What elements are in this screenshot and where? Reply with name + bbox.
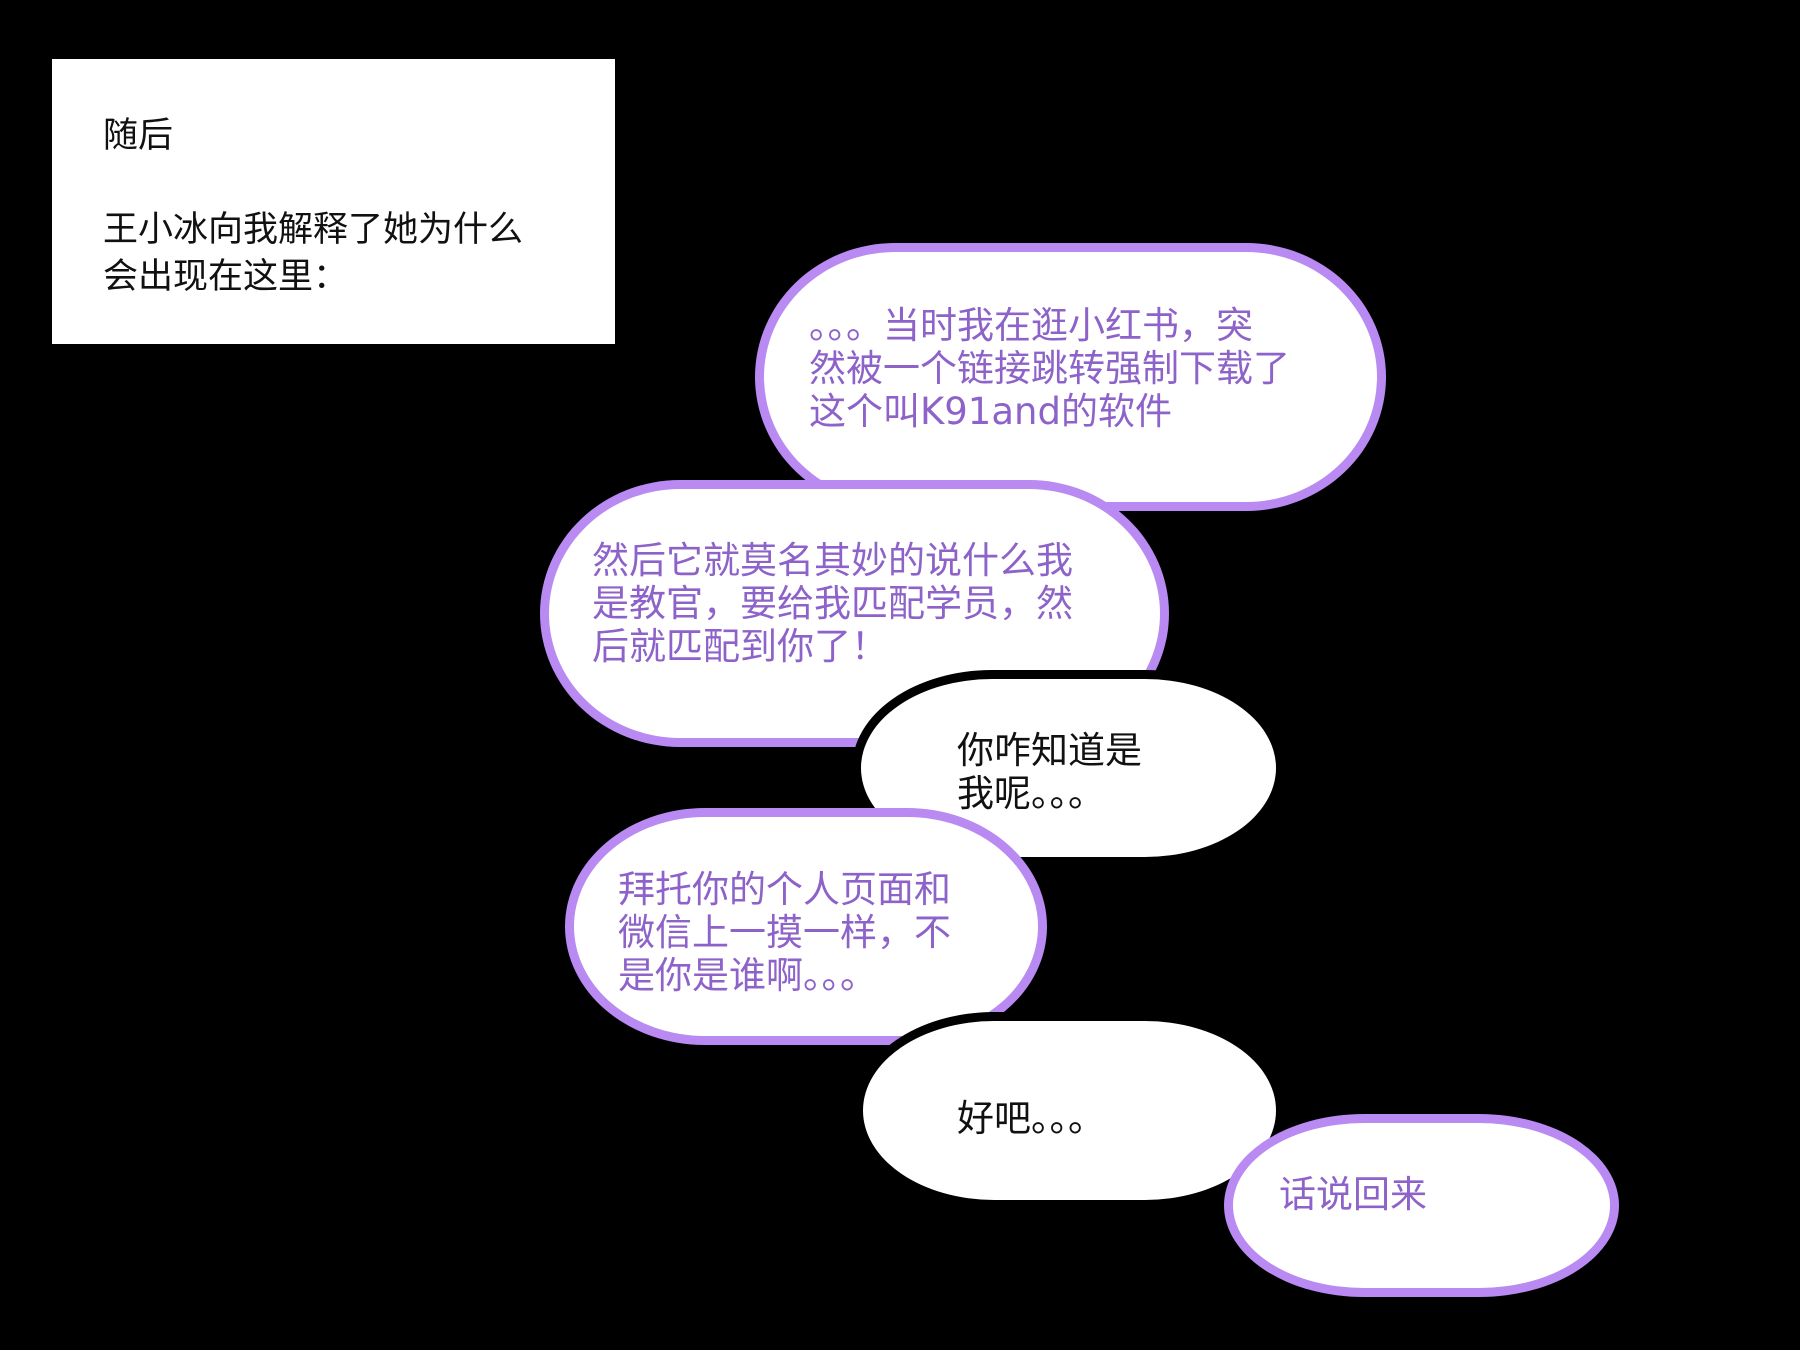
speech-bubble-5: 好吧。。。 (854, 1012, 1285, 1209)
speech-bubble-2: 然后它就莫名其妙的说什么我 是教官，要给我匹配学员，然 后就匹配到你了！ (540, 480, 1169, 747)
bubble-text: 好吧。。。 (957, 1097, 1105, 1140)
bubble-text: 话说回来 (1279, 1173, 1427, 1216)
narration-line-2: 王小冰向我解释了她为什么会出现在这里： (103, 210, 524, 297)
narration-line-1: 随后 (103, 116, 174, 156)
bubble-text: 拜托你的个人页面和 微信上一摸一样，不 是你是谁啊。。。 (618, 868, 951, 997)
speech-bubble-3: 你咋知道是 我呢。。。 (852, 670, 1285, 866)
bubble-text: 然后它就莫名其妙的说什么我 是教官，要给我匹配学员，然 后就匹配到你了！ (592, 539, 1073, 668)
bubble-text: 你咋知道是 我呢。。。 (957, 729, 1142, 815)
bubble-text: 。。。当时我在逛小红书，突 然被一个链接跳转强制下载了 这个叫K91and的软件 (809, 304, 1290, 433)
narration-box: 随后 王小冰向我解释了她为什么会出现在这里： (52, 59, 615, 344)
speech-bubble-6: 话说回来 (1224, 1114, 1619, 1297)
speech-bubble-1: 。。。当时我在逛小红书，突 然被一个链接跳转强制下载了 这个叫K91and的软件 (755, 243, 1386, 511)
speech-bubble-4: 拜托你的个人页面和 微信上一摸一样，不 是你是谁啊。。。 (565, 808, 1047, 1045)
